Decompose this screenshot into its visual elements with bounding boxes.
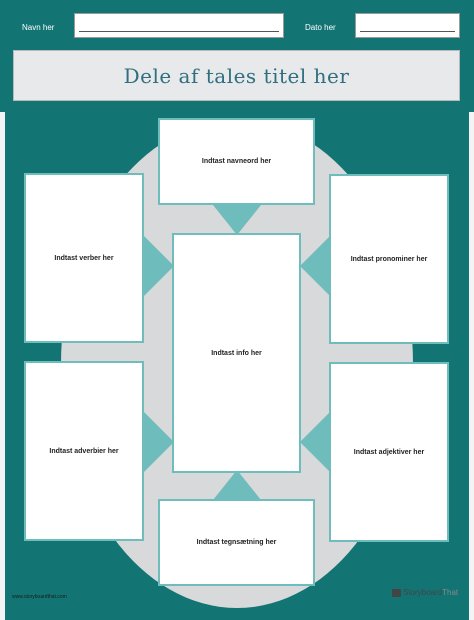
date-field[interactable] xyxy=(355,13,460,38)
footer-url: www.storyboardthat.com xyxy=(12,594,67,600)
pronouns-box-label: Indtast pronominer her xyxy=(350,255,428,263)
nouns-box[interactable]: Indtast navneord her xyxy=(158,118,315,205)
adjectives-box[interactable]: Indtast adjektiver her xyxy=(329,362,449,542)
date-field-line xyxy=(360,31,455,32)
connector-upper-left xyxy=(144,236,174,296)
name-label: Navn her xyxy=(22,23,55,32)
connector-bottom xyxy=(213,470,261,500)
adverbs-box-label: Indtast adverbier her xyxy=(49,447,119,455)
title-box[interactable]: Dele af tales titel her xyxy=(13,50,460,101)
punctuation-box[interactable]: Indtast tegnsætning her xyxy=(158,499,315,586)
adverbs-box[interactable]: Indtast adverbier her xyxy=(24,361,144,541)
pronouns-box[interactable]: Indtast pronominer her xyxy=(329,174,449,344)
page-edge-left xyxy=(0,112,5,620)
verbs-box[interactable]: Indtast verber her xyxy=(24,173,144,343)
punctuation-box-label: Indtast tegnsætning her xyxy=(196,539,277,546)
name-field[interactable] xyxy=(74,13,284,38)
info-box-label: Indtast info her xyxy=(211,349,262,357)
adjectives-box-label: Indtast adjektiver her xyxy=(353,448,425,456)
logo-icon xyxy=(392,588,401,597)
logo-text-bold: Storyboard xyxy=(403,588,443,597)
connector-lower-left xyxy=(144,412,174,472)
page-edge-right xyxy=(469,112,474,620)
name-field-line xyxy=(79,31,279,32)
info-box[interactable]: Indtast info her xyxy=(172,233,301,473)
nouns-box-label: Indtast navneord her xyxy=(201,158,272,165)
connector-top xyxy=(213,205,261,235)
page-title: Dele af tales titel her xyxy=(123,63,350,88)
logo-text-thin: That xyxy=(442,588,459,597)
date-label: Dato her xyxy=(305,23,336,32)
connector-lower-right xyxy=(300,412,330,472)
verbs-box-label: Indtast verber her xyxy=(54,254,114,262)
connector-upper-right xyxy=(300,236,330,296)
